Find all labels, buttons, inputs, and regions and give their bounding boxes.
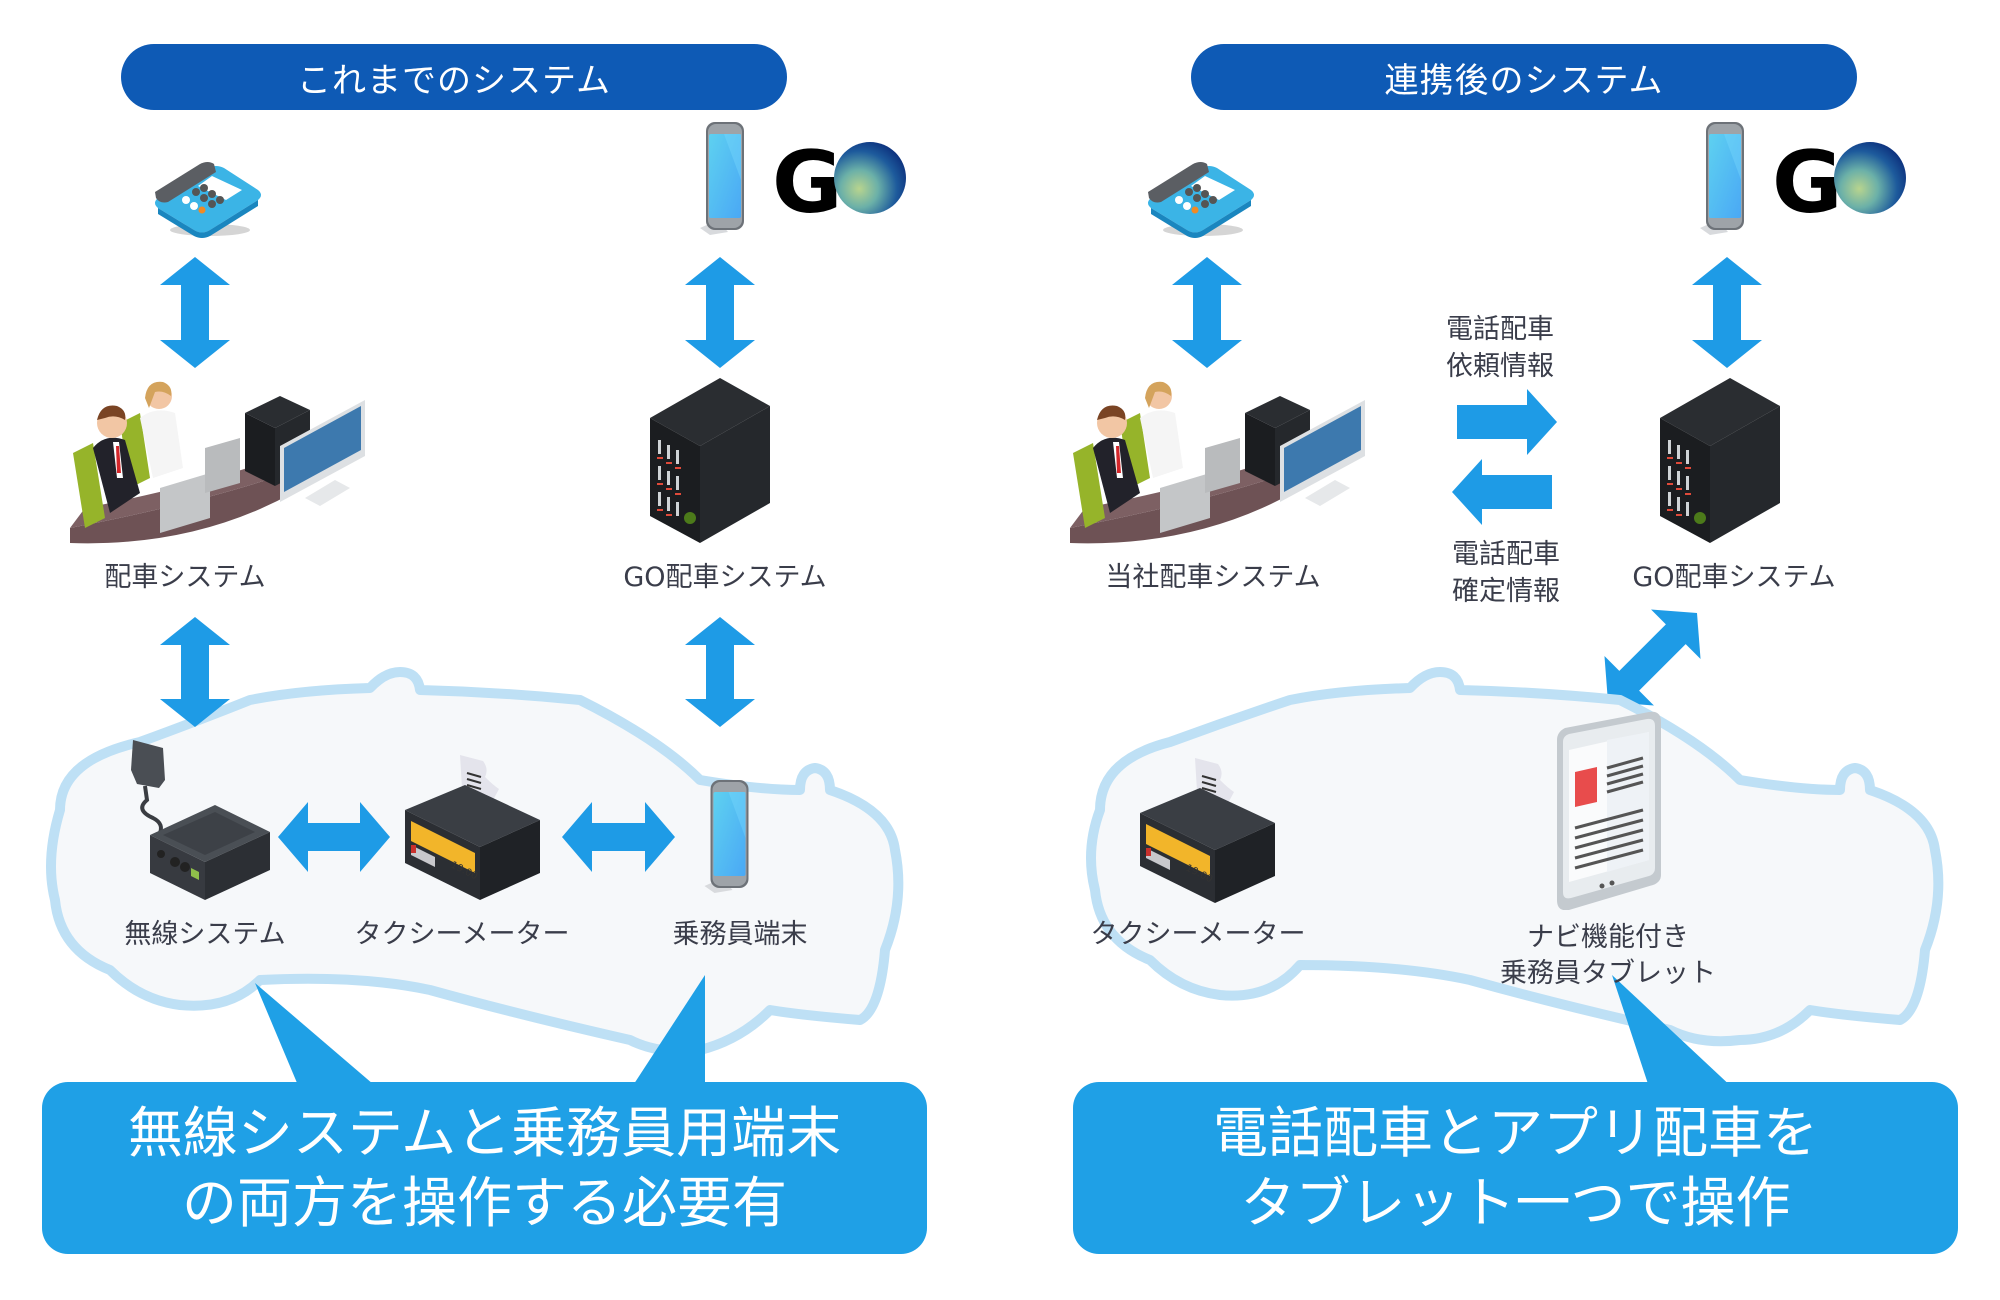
label-confirm-line1: 電話配車	[1452, 539, 1560, 570]
label-driver-terminal: 乗務員端末	[672, 919, 808, 950]
server-tablet-arrow-icon	[1604, 609, 1701, 706]
meter-terminal-arrow-icon	[562, 802, 675, 872]
left-go-logo-orb-icon	[834, 142, 906, 214]
left-app-server-arrow-icon	[685, 257, 755, 368]
left-callout-line2: の両方を操作する必要有	[181, 1171, 787, 1235]
left-desk-phone-icon	[155, 162, 261, 238]
right-callout-line2: タブレット一つで操作	[1240, 1171, 1791, 1235]
left-callout-pointer-2	[630, 975, 705, 1090]
right-go-smartphone-icon	[1700, 122, 1744, 235]
right-operators-illustration	[1070, 381, 1365, 544]
left-go-logo: G	[772, 133, 906, 233]
left-panel-title-text: これまでのシステム	[297, 60, 611, 101]
left-callout-box: 無線システムと乗務員用端末 の両方を操作する必要有	[42, 1082, 927, 1254]
label-left-go-dispatch-system: GO配車システム	[623, 562, 827, 593]
right-callout-pointer	[1612, 975, 1735, 1090]
left-panel-title: これまでのシステム	[121, 44, 787, 110]
label-tablet-line2: 乗務員タブレット	[1500, 958, 1716, 989]
left-server-terminal-arrow-icon	[685, 617, 755, 727]
label-right-go-dispatch-system: GO配車システム	[1632, 562, 1836, 593]
label-left-taxi-meter: タクシーメーター	[354, 919, 570, 950]
label-radio-system: 無線システム	[124, 919, 286, 950]
right-app-server-arrow-icon	[1692, 257, 1762, 368]
request-info-arrow-icon	[1457, 389, 1557, 455]
radio-meter-arrow-icon	[278, 802, 390, 872]
left-go-logo-letter-g: G	[772, 133, 843, 233]
right-desk-phone-icon	[1148, 162, 1254, 238]
left-dispatch-radio-arrow-icon	[160, 617, 230, 727]
left-callout-pointer-1	[255, 983, 380, 1090]
right-car-outline	[1086, 667, 1944, 1047]
right-go-logo-letter-g: G	[1772, 133, 1843, 233]
label-request-line2: 依頼情報	[1446, 351, 1554, 382]
label-tablet-line1: ナビ機能付き	[1527, 922, 1689, 953]
confirm-info-arrow-icon	[1452, 459, 1552, 525]
right-callout-line1: 電話配車とアプリ配車を	[1212, 1101, 1818, 1165]
label-confirm-line2: 確定情報	[1452, 576, 1560, 607]
right-panel-title-text: 連携後のシステム	[1384, 60, 1664, 101]
left-operators-illustration	[70, 381, 365, 544]
right-go-server-icon	[1660, 378, 1780, 543]
left-callout-line1: 無線システムと乗務員用端末	[127, 1101, 842, 1165]
label-company-dispatch-system: 当社配車システム	[1105, 562, 1321, 593]
right-phone-dispatch-arrow-icon	[1172, 257, 1242, 368]
right-go-logo: G	[1772, 133, 1906, 233]
right-go-logo-orb-icon	[1834, 142, 1906, 214]
left-go-server-icon	[650, 378, 770, 543]
left-go-smartphone-icon	[700, 122, 744, 235]
driver-tablet-icon	[1557, 710, 1662, 910]
label-right-taxi-meter: タクシーメーター	[1090, 919, 1306, 950]
label-request-line1: 電話配車	[1446, 314, 1554, 345]
right-callout-box: 電話配車とアプリ配車を タブレット一つで操作	[1073, 1082, 1958, 1254]
driver-terminal-icon	[704, 780, 749, 893]
right-panel-title: 連携後のシステム	[1191, 44, 1857, 110]
label-dispatch-system: 配車システム	[104, 562, 266, 593]
left-phone-dispatch-arrow-icon	[160, 257, 230, 368]
